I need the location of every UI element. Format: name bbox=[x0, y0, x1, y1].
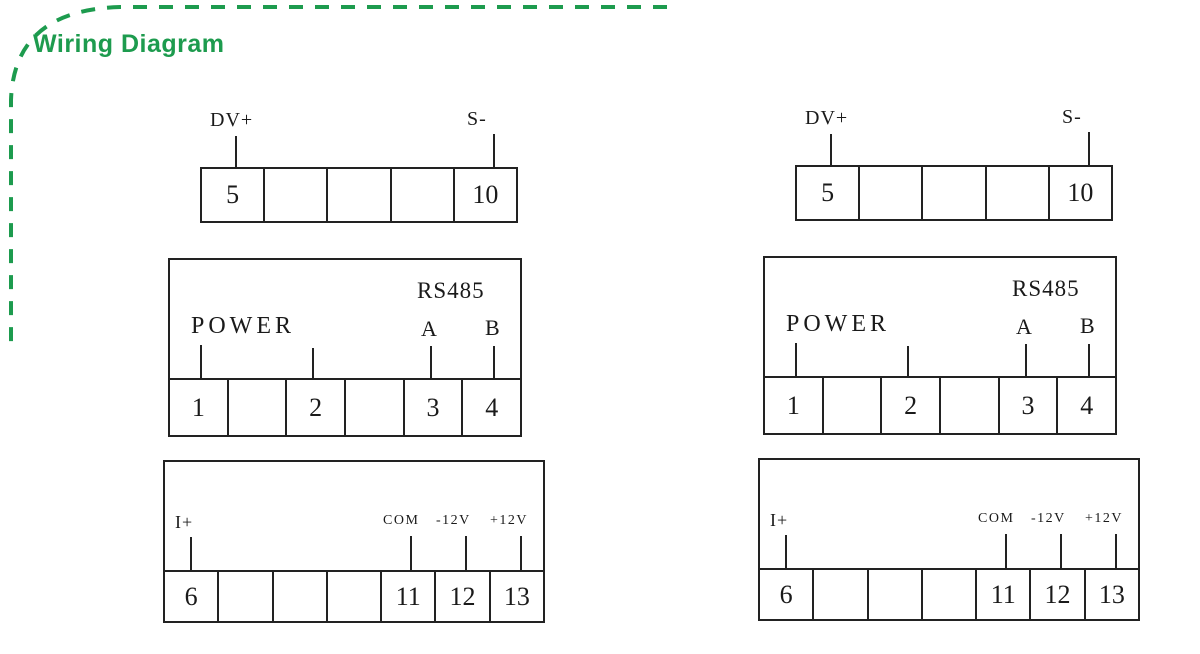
rs485-a-label: A bbox=[421, 316, 437, 341]
minus-12v-label: -12V bbox=[1031, 511, 1066, 526]
terminal-cell bbox=[821, 378, 881, 433]
terminal-strip-bottom: 6 11 12 13 bbox=[163, 570, 545, 623]
terminal-cell bbox=[389, 169, 453, 221]
lead-line-power-1 bbox=[795, 343, 797, 376]
rs485-b-label: B bbox=[485, 315, 500, 340]
terminal-cell bbox=[858, 167, 921, 219]
lead-line-a bbox=[1025, 344, 1027, 376]
pin-label-dv-plus: DV+ bbox=[210, 109, 254, 131]
terminal-cell: 6 bbox=[779, 579, 793, 609]
terminal-cell: 3 bbox=[997, 378, 1057, 433]
terminal-cell: 10 bbox=[1047, 167, 1111, 219]
lead-line-power-1 bbox=[200, 345, 202, 378]
lead-line-s bbox=[493, 134, 495, 167]
terminal-cell: 11 bbox=[975, 570, 1029, 619]
terminal-strip-top: 5 10 bbox=[795, 165, 1113, 221]
minus-12v-label: -12V bbox=[436, 513, 471, 528]
rs485-label: RS485 bbox=[417, 278, 485, 303]
terminal-strip-middle: 1 2 3 4 bbox=[168, 378, 522, 437]
terminal-cells: 1 2 3 4 bbox=[765, 378, 1115, 433]
terminal-strip-top: 5 10 bbox=[200, 167, 518, 223]
lead-line-minus-12v bbox=[1060, 534, 1062, 568]
terminal-cell bbox=[921, 167, 984, 219]
lead-line-a bbox=[430, 346, 432, 378]
terminal-cell: 4 bbox=[461, 380, 520, 435]
current-input-label: I+ bbox=[770, 510, 789, 530]
plus-12v-label: +12V bbox=[490, 513, 529, 528]
terminal-cells: 6 11 12 13 bbox=[760, 570, 1138, 619]
wiring-diagram-right: DV+ S- 5 10 POWER RS485 A B 1 2 3 4 I+ C… bbox=[750, 88, 1145, 628]
plus-12v-label: +12V bbox=[1085, 511, 1124, 526]
terminal-cell bbox=[866, 570, 921, 619]
terminal-cell: 5 bbox=[821, 178, 835, 207]
lead-line-b bbox=[1088, 344, 1090, 376]
lead-line-com bbox=[1005, 534, 1007, 568]
terminal-cell: 11 bbox=[380, 572, 434, 621]
terminal-cells: 5 10 bbox=[797, 167, 1111, 219]
terminal-cell bbox=[939, 378, 998, 433]
power-label: POWER bbox=[191, 313, 295, 339]
terminal-strip-middle: 1 2 3 4 bbox=[763, 376, 1117, 435]
lead-line-s bbox=[1088, 132, 1090, 165]
terminal-cell: 2 bbox=[285, 380, 344, 435]
terminal-cell: 5 bbox=[226, 180, 240, 209]
terminal-cell: 12 bbox=[1029, 570, 1083, 619]
terminal-cells: 6 11 12 13 bbox=[165, 572, 543, 621]
pin-label-s-minus: S- bbox=[467, 108, 487, 130]
lead-line-i-plus bbox=[785, 535, 787, 568]
lead-line-dv bbox=[830, 134, 832, 165]
pin-label-s-minus: S- bbox=[1062, 106, 1082, 128]
terminal-cell bbox=[984, 167, 1048, 219]
lead-line-plus-12v bbox=[1115, 534, 1117, 568]
rs485-label: RS485 bbox=[1012, 276, 1080, 301]
lead-line-power-2 bbox=[907, 346, 909, 376]
terminal-cell bbox=[217, 572, 271, 621]
terminal-cell: 2 bbox=[880, 378, 939, 433]
lead-line-power-2 bbox=[312, 348, 314, 378]
pin-label-dv-plus: DV+ bbox=[805, 107, 849, 129]
terminal-cell: 4 bbox=[1056, 378, 1115, 433]
lead-line-i-plus bbox=[190, 537, 192, 570]
wiring-diagram-left: DV+ S- 5 10 POWER RS485 A B 1 2 3 4 I+ C… bbox=[155, 90, 550, 630]
terminal-cell bbox=[344, 380, 403, 435]
rs485-b-label: B bbox=[1080, 313, 1095, 338]
terminal-cell: 1 bbox=[191, 392, 205, 422]
power-label: POWER bbox=[786, 311, 890, 337]
terminal-cell bbox=[812, 570, 866, 619]
terminal-cell bbox=[920, 570, 975, 619]
terminal-cells: 1 2 3 4 bbox=[170, 380, 520, 435]
page-title: Wiring Diagram bbox=[33, 30, 225, 58]
lead-line-b bbox=[493, 346, 495, 378]
lead-line-minus-12v bbox=[465, 536, 467, 570]
lead-line-com bbox=[410, 536, 412, 570]
terminal-strip-bottom: 6 11 12 13 bbox=[758, 568, 1140, 621]
terminal-cell: 6 bbox=[184, 581, 198, 611]
terminal-cell: 3 bbox=[402, 380, 462, 435]
com-label: COM bbox=[978, 511, 1015, 526]
terminal-cell bbox=[326, 169, 389, 221]
terminal-cell: 13 bbox=[488, 572, 543, 621]
terminal-cell: 10 bbox=[452, 169, 516, 221]
terminal-cell: 1 bbox=[786, 390, 800, 420]
current-input-label: I+ bbox=[175, 512, 194, 532]
terminal-cell bbox=[263, 169, 326, 221]
terminal-cell bbox=[325, 572, 380, 621]
terminal-cells: 5 10 bbox=[202, 169, 516, 221]
lead-line-dv bbox=[235, 136, 237, 167]
lead-line-plus-12v bbox=[520, 536, 522, 570]
rs485-a-label: A bbox=[1016, 314, 1032, 339]
com-label: COM bbox=[383, 513, 420, 528]
terminal-cell bbox=[226, 380, 286, 435]
terminal-cell: 12 bbox=[434, 572, 488, 621]
terminal-cell: 13 bbox=[1083, 570, 1138, 619]
terminal-cell bbox=[271, 572, 326, 621]
